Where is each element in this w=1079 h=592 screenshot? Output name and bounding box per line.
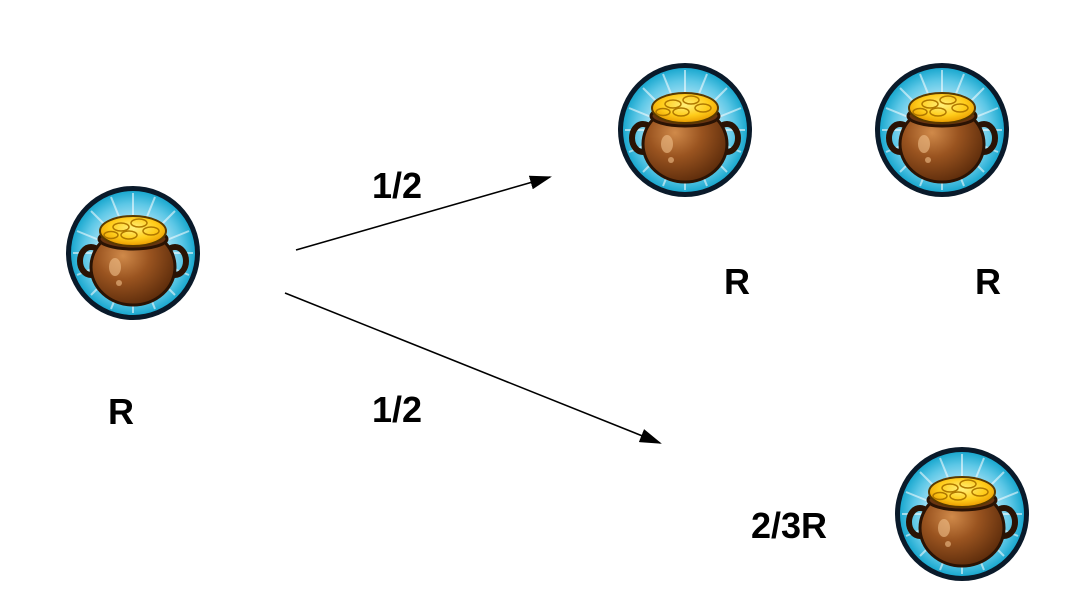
start-amount-label: R [108, 391, 134, 432]
pot-of-gold-icon-top-right [875, 63, 1009, 197]
top-left-amount-label: R [724, 261, 750, 302]
arrow-to-top-outcome [295, 175, 552, 251]
pot-of-gold-icon-bottom [895, 447, 1029, 581]
bottom-amount-label: 2/3R [751, 505, 828, 546]
bottom-probability-label: 1/2 [372, 389, 423, 430]
pot-of-gold-icon-start [66, 186, 200, 320]
pot-of-gold-icon-top-left [618, 63, 752, 197]
top-probability-label: 1/2 [372, 165, 423, 206]
top-right-amount-label: R [975, 261, 1001, 302]
arrow-to-bottom-outcome [284, 292, 662, 444]
